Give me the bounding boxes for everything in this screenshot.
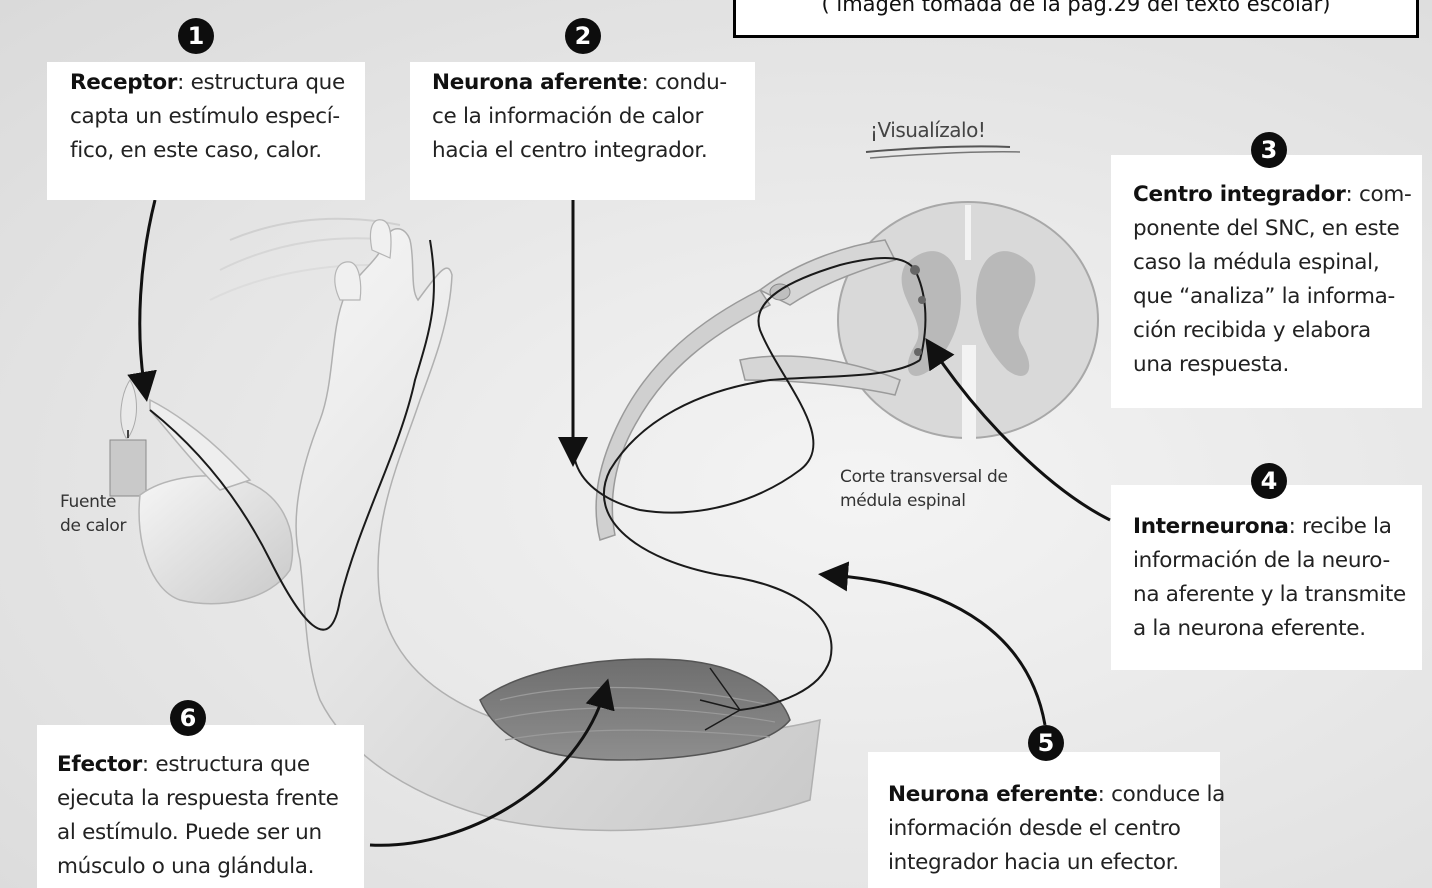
finger-raised (335, 262, 361, 300)
card-effector-text: Efector: estructura que ejecuta la respu… (57, 748, 339, 884)
pointer-arrow-efferent (830, 575, 1045, 725)
term-label: Neurona eferente (888, 782, 1098, 807)
caption-box: ( imagen tomada de la pág.29 del texto e… (733, 0, 1419, 38)
term-label: Neurona aferente (432, 70, 642, 95)
hand-lower (139, 476, 292, 604)
step-number-badge: 1 (178, 18, 214, 54)
step-number-badge: 2 (565, 18, 601, 54)
spinal-nerve (596, 290, 770, 540)
finger-raised (370, 220, 391, 258)
card-receptor-text: Receptor: estructura que capta un estímu… (70, 66, 345, 168)
term-label: Interneurona (1133, 514, 1289, 539)
step-number-badge: 5 (1028, 725, 1064, 761)
term-label: Receptor (70, 70, 177, 95)
caption-text: ( imagen tomada de la pág.29 del texto e… (736, 0, 1416, 16)
pointer-arrow-receptor (140, 200, 155, 390)
heat-source-label: Fuente de calor (60, 490, 126, 538)
term-label: Efector (57, 752, 142, 777)
spinal-cord-section (838, 202, 1098, 440)
step-number-badge: 3 (1251, 132, 1287, 168)
step-number-badge: 6 (170, 700, 206, 736)
efferent-neuron-path (604, 360, 920, 710)
card-interneuron-text: Interneurona: recibe la información de l… (1133, 510, 1406, 646)
spinal-section-label: Corte transversal de médula espinal (840, 465, 1008, 513)
card-afferent-neuron-text: Neurona aferente: condu- ce la informaci… (432, 66, 727, 168)
term-label: Centro integrador (1133, 182, 1346, 207)
visualize-label: ¡Visualízalo! (870, 118, 985, 142)
card-efferent-neuron-text: Neurona eferente: conduce la información… (888, 778, 1225, 880)
candle-illustration (110, 380, 146, 496)
step-number-badge: 4 (1251, 463, 1287, 499)
card-integrating-center-text: Centro integrador: com- ponente del SNC,… (1133, 178, 1411, 382)
